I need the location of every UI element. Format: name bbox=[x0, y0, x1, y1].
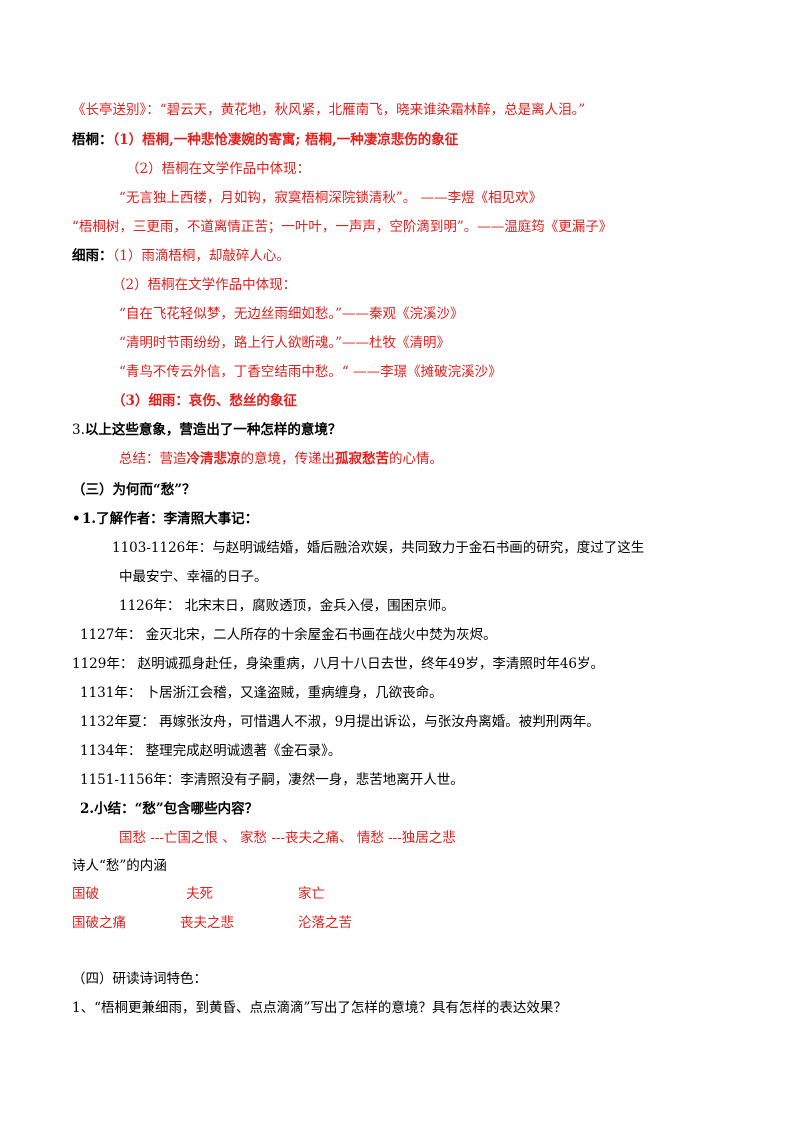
author-heading: •1.了解作者：李清照大事记： bbox=[72, 510, 258, 528]
timeline-1103: 1103-1126年：与赵明诚结婚，婚后融洽欢娱，共同致力于金石书画的研究，度过… bbox=[112, 540, 645, 556]
row1-cell-2: 夫死 bbox=[186, 886, 213, 902]
timeline-1103-cont: 中最安宁、幸福的日子。 bbox=[119, 569, 268, 585]
section-4-heading: （四）研读诗词特色： bbox=[72, 971, 207, 987]
quote-li-jing: “青鸟不传云外信，丁香空结雨中愁。“ ——李璟《摊破浣溪沙》 bbox=[119, 364, 502, 380]
xiyu-point-1: （1）雨滴梧桐，却敲碎人心。 bbox=[112, 248, 290, 264]
question-4-1: 1、“梧桐更兼细雨，到黄昏、点点滴滴”写出了怎样的意境？具有怎样的表达效果？ bbox=[72, 1000, 567, 1016]
xiyu-symbol: （3）细雨：哀伤、愁丝的象征 bbox=[112, 393, 297, 409]
xiyu-literature-heading: （2）梧桐在文学作品中体现： bbox=[112, 277, 297, 293]
wutong-literature-heading: （2）梧桐在文学作品中体现： bbox=[126, 161, 311, 177]
question-3: 3.以上这些意象，营造出了一种怎样的意境？ bbox=[72, 421, 341, 439]
quote-wen-tingyun: “梧桐树，三更雨，不道离情正苦；一叶叶，一声声，空阶滴到明”。——温庭筠《更漏子… bbox=[72, 219, 613, 235]
xiyu-section: 细雨：（1）雨滴梧桐，却敲碎人心。 bbox=[72, 247, 290, 265]
timeline-1134: 1134年： 整理完成赵明诚遗著《金石录》。 bbox=[80, 743, 342, 759]
timeline-1127: 1127年： 金灭北宋，二人所存的十余屋金石书画在战火中焚为灰烬。 bbox=[80, 627, 497, 643]
summary-keyword-2: 孤寂愁苦 bbox=[335, 451, 389, 467]
wutong-symbol: （1）梧桐,一种悲怆凄婉的寄寓; 梧桐,一种凄凉悲伤的象征 bbox=[112, 132, 459, 148]
sorrow-types: 国愁 ---亡国之恨 、 家愁 ---丧夫之痛、 情愁 ---独居之悲 bbox=[119, 830, 456, 846]
wutong-heading: 梧桐： bbox=[72, 132, 113, 148]
question-3-text: 以上这些意象，营造出了一种怎样的意境？ bbox=[84, 422, 342, 438]
quote-changting: 《长亭送别》：“碧云天，黄花地，秋风紧，北雁南飞，晓来谁染霜林醉，总是离人泪。” bbox=[72, 102, 586, 118]
quote-du-mu: “清明时节雨纷纷，路上行人欲断魂。”——杜牧《清明》 bbox=[119, 335, 451, 351]
summary-part-c: 的意境，传递出 bbox=[240, 451, 336, 467]
question-3-number: 3. bbox=[72, 422, 85, 438]
sorrow-meaning-heading: 诗人“愁”的内涵 bbox=[72, 858, 167, 874]
row1-cell-3: 家亡 bbox=[298, 886, 325, 902]
section-3-heading: （三）为何而“愁”？ bbox=[72, 482, 196, 498]
timeline-1151: 1151-1156年：李清照没有子嗣，凄然一身，悲苦地离开人世。 bbox=[80, 772, 464, 788]
quote-qin-guan: “自在飞花轻似梦，无边丝雨细如愁。”——秦观《浣溪沙》 bbox=[119, 306, 464, 322]
timeline-1132: 1132年夏： 再嫁张汝舟，可惜遇人不淑，9月提出诉讼，与张汝舟离婚。被判刑两年… bbox=[80, 714, 600, 730]
row1-cell-1: 国破 bbox=[72, 886, 99, 902]
bullet-icon: • bbox=[72, 511, 81, 527]
timeline-1126: 1126年： 北宋末日，腐败透顶，金兵入侵，围困京师。 bbox=[119, 598, 455, 614]
author-heading-text: 1.了解作者：李清照大事记： bbox=[82, 511, 259, 527]
quote-li-yu: “无言独上西楼，月如钩，寂寞梧桐深院锁清秋”。 ——李煜《相见欢》 bbox=[119, 190, 543, 206]
summary-part-a: 总结：营造 bbox=[119, 451, 187, 467]
summary-2-heading: 2.小结：“愁”包含哪些内容？ bbox=[80, 801, 259, 817]
summary-line: 总结：营造冷清悲凉的意境，传递出孤寂愁苦的心情。 bbox=[119, 450, 443, 468]
wutong-section: 梧桐：（1）梧桐,一种悲怆凄婉的寄寓; 梧桐,一种凄凉悲伤的象征 bbox=[72, 131, 458, 149]
row2-cell-2: 丧夫之悲 bbox=[180, 915, 234, 931]
xiyu-heading: 细雨： bbox=[72, 248, 113, 264]
summary-keyword-1: 冷清悲凉 bbox=[186, 451, 241, 467]
row2-cell-3: 沦落之苦 bbox=[298, 915, 352, 931]
summary-part-e: 的心情。 bbox=[389, 451, 443, 467]
row2-cell-1: 国破之痛 bbox=[72, 915, 126, 931]
timeline-1131: 1131年： 卜居浙江会稽，又逢盗贼，重病缠身，几欲丧命。 bbox=[80, 685, 443, 701]
timeline-1129: 1129年： 赵明诚孤身赴任，身染重病，八月十八日去世，终年49岁，李清照时年4… bbox=[72, 656, 605, 672]
